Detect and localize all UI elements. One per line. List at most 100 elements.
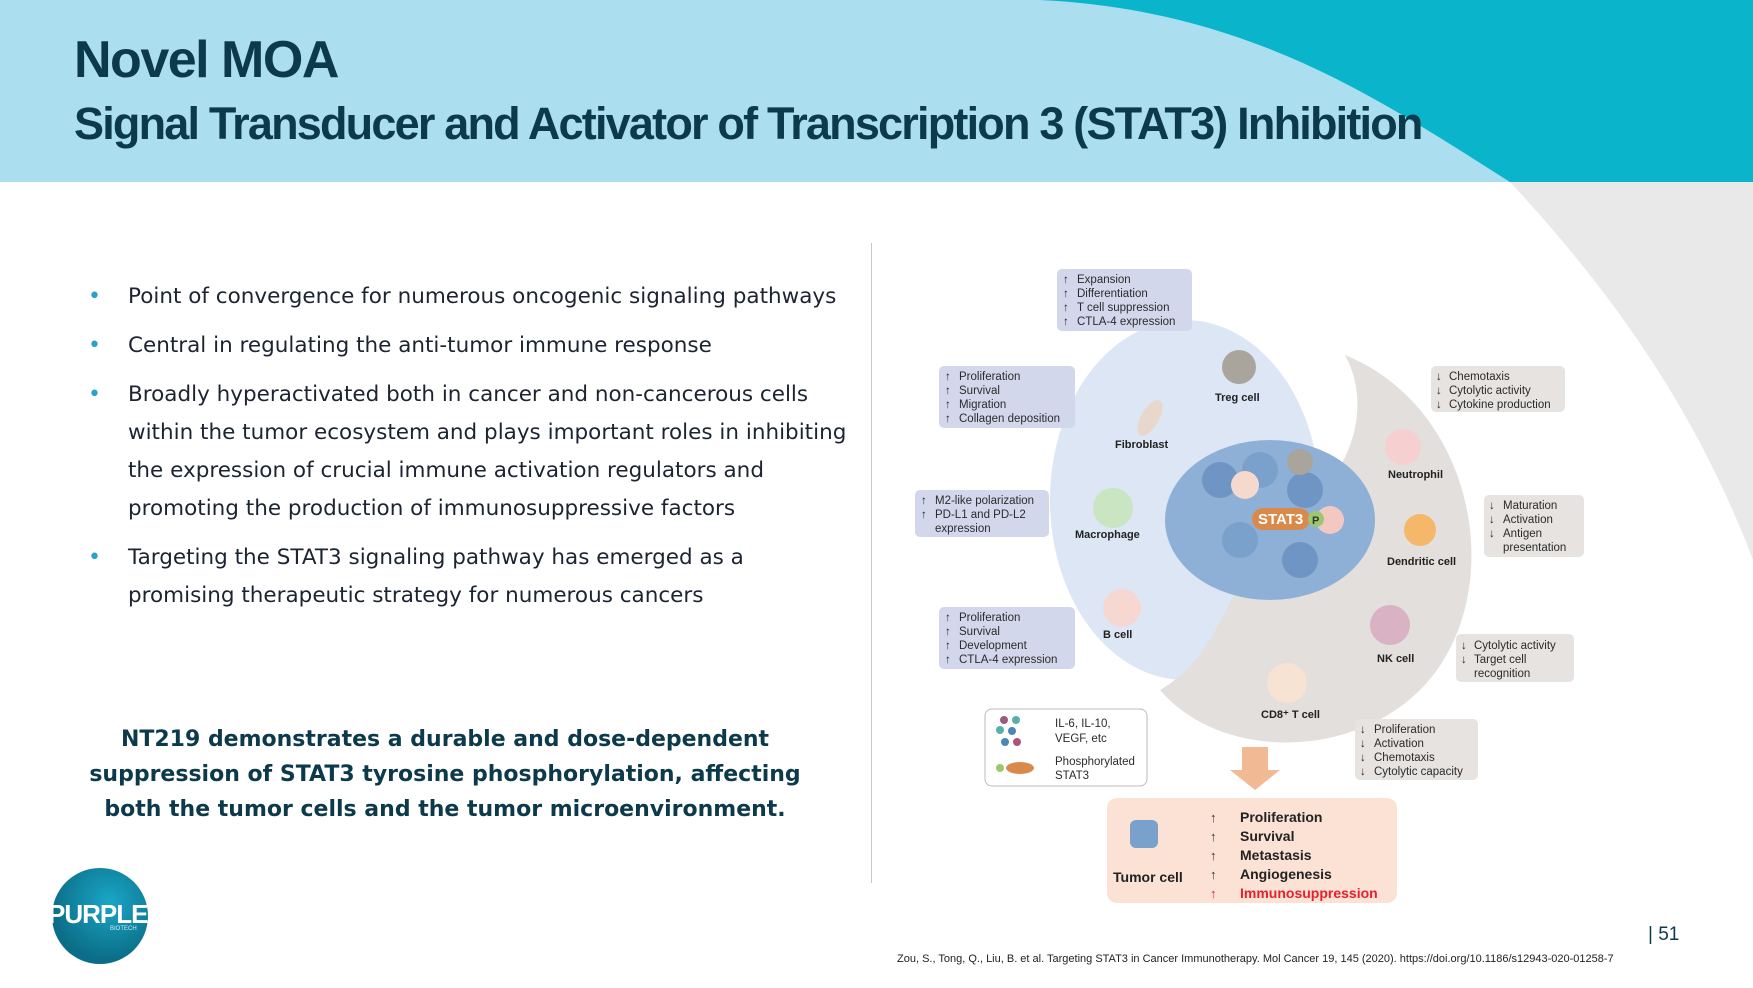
svg-text:↑: ↑ — [1210, 886, 1217, 901]
svg-text:↓: ↓ — [1461, 654, 1467, 666]
svg-text:Proliferation: Proliferation — [959, 371, 1020, 383]
svg-text:Cytolytic activity: Cytolytic activity — [1449, 385, 1531, 397]
svg-text:↑: ↑ — [945, 612, 951, 624]
svg-text:Chemotaxis: Chemotaxis — [1449, 371, 1510, 383]
divider — [871, 243, 872, 883]
svg-text:Expansion: Expansion — [1077, 274, 1131, 286]
svg-text:expression: expression — [935, 523, 991, 535]
svg-text:Treg cell: Treg cell — [1215, 392, 1260, 404]
bullet-icon: • — [88, 545, 101, 570]
neutrophil-icon — [1385, 429, 1421, 465]
svg-text:Activation: Activation — [1374, 738, 1424, 750]
svg-text:CTLA-4 expression: CTLA-4 expression — [959, 654, 1057, 666]
svg-text:↓: ↓ — [1360, 766, 1366, 778]
bullet-item: •Broadly hyperactivated both in cancer a… — [88, 376, 848, 528]
svg-text:CTLA-4 expression: CTLA-4 expression — [1077, 316, 1175, 328]
svg-text:IL-6, IL-10,: IL-6, IL-10, — [1055, 718, 1111, 730]
macrophage-icon — [1093, 488, 1133, 528]
bullet-item: •Central in regulating the anti-tumor im… — [88, 327, 848, 365]
svg-text:Neutrophil: Neutrophil — [1388, 469, 1443, 481]
svg-text:B cell: B cell — [1103, 629, 1132, 641]
svg-text:Proliferation: Proliferation — [1240, 809, 1322, 825]
tumor-cell-effects-box: Tumor cell ↑↑ ↑↑↑ Proliferation Survival… — [1107, 798, 1397, 903]
svg-text:↓: ↓ — [1489, 500, 1495, 512]
svg-text:CD8⁺ T cell: CD8⁺ T cell — [1261, 709, 1320, 721]
svg-text:Phosphorylated: Phosphorylated — [1055, 756, 1135, 768]
treg-cell-icon — [1222, 350, 1256, 384]
bullet-item: •Point of convergence for numerous oncog… — [88, 278, 848, 316]
svg-text:Proliferation: Proliferation — [959, 612, 1020, 624]
svg-text:Metastasis: Metastasis — [1240, 847, 1312, 863]
svg-text:Survival: Survival — [959, 385, 1000, 397]
svg-text:↓: ↓ — [1360, 724, 1366, 736]
svg-text:↑: ↑ — [1210, 867, 1217, 882]
svg-text:Dendritic cell: Dendritic cell — [1387, 556, 1456, 568]
down-arrow-icon — [1230, 747, 1280, 790]
bullet-item: •Targeting the STAT3 signaling pathway h… — [88, 539, 848, 615]
svg-text:Cytolytic capacity: Cytolytic capacity — [1374, 766, 1463, 778]
svg-text:↑: ↑ — [945, 626, 951, 638]
svg-text:↑: ↑ — [1210, 810, 1217, 825]
svg-text:↓: ↓ — [1489, 528, 1495, 540]
nk-cell-icon — [1370, 605, 1410, 645]
tumor-cell-icon — [1130, 820, 1158, 848]
svg-text:Angiogenesis: Angiogenesis — [1240, 866, 1332, 882]
svg-text:P: P — [1312, 515, 1319, 527]
svg-text:↑: ↑ — [1063, 288, 1069, 300]
svg-text:↑: ↑ — [945, 654, 951, 666]
b-cell-icon — [1103, 589, 1141, 627]
svg-text:↑: ↑ — [921, 495, 927, 507]
phospho-icon — [1308, 511, 1324, 527]
svg-text:Chemotaxis: Chemotaxis — [1374, 752, 1435, 764]
slide-subtitle: Signal Transducer and Activator of Trans… — [74, 98, 1423, 149]
key-finding-callout: NT219 demonstrates a durable and dose-de… — [89, 727, 801, 822]
svg-text:↓: ↓ — [1360, 752, 1366, 764]
bullet-icon: • — [88, 284, 101, 309]
page-number: | 51 — [1648, 924, 1680, 945]
slide-title: Novel MOA — [74, 31, 339, 89]
svg-text:↓: ↓ — [1436, 385, 1442, 397]
svg-text:Development: Development — [959, 640, 1028, 652]
svg-text:recognition: recognition — [1474, 668, 1530, 680]
svg-text:Survival: Survival — [1240, 828, 1294, 844]
svg-text:presentation: presentation — [1503, 542, 1566, 554]
svg-text:↓: ↓ — [1436, 399, 1442, 411]
bullet-icon: • — [88, 333, 101, 358]
svg-text:Immunosuppression: Immunosuppression — [1240, 885, 1378, 901]
bullet-icon: • — [88, 382, 101, 407]
svg-text:VEGF, etc: VEGF, etc — [1055, 733, 1107, 745]
svg-text:Differentiation: Differentiation — [1077, 288, 1148, 300]
svg-text:Cytokine production: Cytokine production — [1449, 399, 1551, 411]
svg-text:PD-L1 and PD-L2: PD-L1 and PD-L2 — [935, 509, 1026, 521]
svg-text:Macrophage: Macrophage — [1075, 529, 1140, 541]
svg-text:Maturation: Maturation — [1503, 500, 1557, 512]
bullet-list: •Point of convergence for numerous oncog… — [88, 278, 848, 626]
svg-text:↑: ↑ — [921, 509, 927, 521]
svg-text:↑: ↑ — [1063, 302, 1069, 314]
svg-text:STAT3: STAT3 — [1258, 511, 1303, 528]
svg-text:↓: ↓ — [1360, 738, 1366, 750]
svg-text:↑: ↑ — [945, 385, 951, 397]
svg-text:STAT3: STAT3 — [1055, 770, 1089, 782]
purple-biotech-logo: PURPLE BIOTECH — [48, 868, 148, 964]
svg-text:Antigen: Antigen — [1503, 528, 1542, 540]
svg-text:↑: ↑ — [945, 371, 951, 383]
stat3-center-badge — [1252, 508, 1310, 530]
svg-text:Migration: Migration — [959, 399, 1006, 411]
svg-text:NK cell: NK cell — [1377, 653, 1414, 665]
svg-text:↓: ↓ — [1461, 640, 1467, 652]
fibroblast-icon — [1137, 400, 1163, 436]
svg-text:T cell suppression: T cell suppression — [1077, 302, 1169, 314]
diagram-legend: IL-6, IL-10, VEGF, etc Phosphorylated ST… — [984, 708, 1148, 787]
svg-text:↑: ↑ — [1210, 848, 1217, 863]
svg-text:Collagen deposition: Collagen deposition — [959, 413, 1060, 425]
svg-text:M2-like polarization: M2-like polarization — [935, 495, 1034, 507]
